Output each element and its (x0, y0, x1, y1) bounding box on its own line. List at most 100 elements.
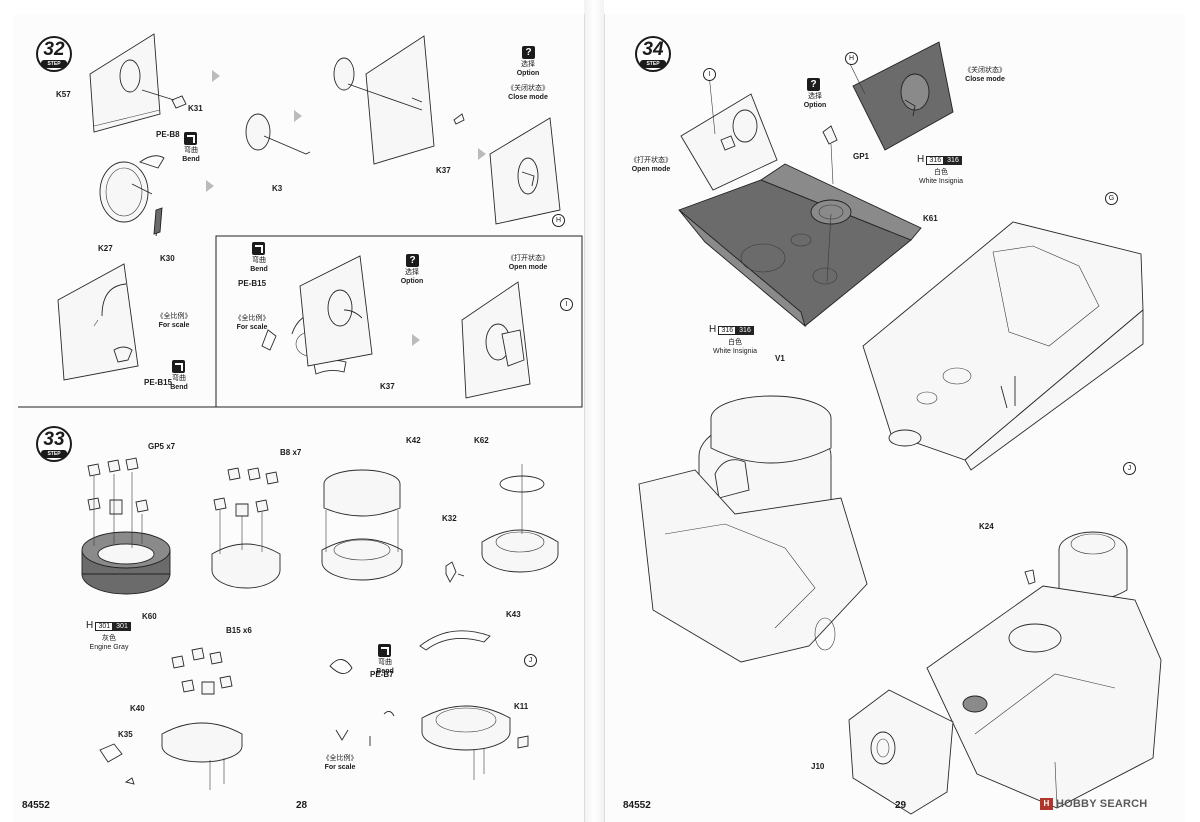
panel-h-close (848, 41, 954, 151)
label-k31: K31 (188, 104, 203, 113)
open-mode-box (215, 235, 583, 408)
label-k3: K3 (272, 184, 283, 193)
step-32-badge: 32 STEP (36, 36, 72, 72)
label-k32: K32 (442, 514, 457, 523)
part-v1-hull-plate (678, 163, 922, 328)
step-33-tag: STEP (41, 450, 67, 458)
label-k37-bottom: K37 (380, 382, 395, 391)
marker-g: G (1105, 192, 1118, 205)
arrow-4 (206, 180, 214, 192)
step-33-badge: 33 STEP (36, 426, 72, 462)
bend-icon-3 (252, 242, 265, 255)
catalog-number-right: 84552 (623, 800, 651, 811)
arrow-1 (212, 70, 220, 82)
label-k42: K42 (406, 436, 421, 445)
turret-assembly-right (926, 531, 1162, 809)
step-34-tag: STEP (640, 60, 666, 68)
step33-assembly-2 (211, 467, 281, 589)
close-mode-note-right: 《关闭状态》Close mode (964, 66, 1006, 83)
part-k3-rod (245, 113, 311, 155)
part-j10 (848, 689, 954, 815)
page-number-left: 28 (296, 800, 308, 811)
marker-j-left: J (524, 654, 537, 667)
pe-b15-detail (113, 346, 133, 363)
step-32-number: 32 (43, 39, 65, 60)
step33-assembly-k62 (445, 464, 559, 583)
label-pe-b15-top: PE-B15 (238, 279, 267, 288)
close-mode-plate (489, 117, 561, 225)
open-mode-plate-c (461, 281, 531, 399)
for-scale-note-3: 《全比例》For scale (322, 754, 358, 771)
label-k35: K35 (118, 730, 133, 739)
label-b8: B8 x7 (280, 448, 302, 457)
hatch-plate-k57 (89, 33, 161, 133)
step33-assembly-k43 (329, 630, 529, 780)
label-k37-top: K37 (436, 166, 451, 175)
label-k57: K57 (56, 90, 71, 99)
round-hatch-k27 (99, 161, 163, 237)
color-chip-301-name: 灰色 Engine Gray (89, 634, 129, 651)
catalog-number-left: 84552 (22, 800, 50, 811)
arrow-5 (412, 334, 420, 346)
hatch-plate-assembled (333, 35, 465, 165)
close-mode-note: 《关闭状态》Close mode (507, 84, 549, 101)
watermark-text: HOBBY SEARCH (1056, 798, 1148, 810)
step-32-tag: STEP (41, 60, 67, 68)
hull-g (862, 221, 1144, 471)
color-chip-316-top-name: 白色 White Insignia (919, 168, 963, 185)
step-33-number: 33 (43, 429, 65, 450)
label-k60: K60 (142, 612, 157, 621)
label-k40: K40 (130, 704, 145, 713)
open-mode-plate-b (299, 255, 373, 367)
label-k43: K43 (506, 610, 521, 619)
open-mode-note: 《打开状态》Open mode (507, 254, 549, 271)
for-scale-note: 《全比例》For scale (156, 312, 192, 329)
marker-h: H (552, 214, 565, 227)
arrow-2 (294, 110, 302, 122)
step33-assembly-1 (81, 457, 171, 595)
label-gp5: GP5 x7 (148, 442, 176, 451)
left-page-drawings (18, 33, 583, 790)
arrow-3 (478, 148, 486, 160)
marker-h-right: H (845, 52, 858, 65)
step-34-badge: 34 STEP (635, 36, 671, 72)
label-pe-b7: PE-B7 (370, 670, 394, 679)
page-number-right: 29 (895, 800, 907, 811)
label-k27: K27 (98, 244, 113, 253)
turret-assembly-left (638, 395, 868, 663)
question-icon-right: ? (807, 78, 820, 91)
bend-icon-2 (172, 360, 185, 373)
label-pe-b8: PE-B8 (156, 130, 180, 139)
label-k30: K30 (160, 254, 175, 263)
question-icon-2: ? (406, 254, 419, 267)
step33-assembly-k42 (321, 469, 403, 581)
label-b15: B15 x6 (226, 626, 252, 635)
question-icon: ? (522, 46, 535, 59)
for-scale-note-2: 《全比例》For scale (234, 314, 270, 331)
panel-i-open (680, 73, 778, 191)
label-gp1: GP1 (853, 152, 870, 161)
bend-icon-4 (378, 644, 391, 657)
right-page-drawings (638, 41, 1162, 815)
part-gp1 (822, 125, 838, 185)
watermark-mark: H (1040, 798, 1053, 811)
color-chip-316-left-name: 白色 White Insignia (713, 338, 757, 355)
for-scale-plate (57, 263, 139, 381)
part-k31 (141, 89, 187, 109)
label-v1: V1 (775, 354, 785, 363)
step-34-number: 34 (642, 39, 664, 60)
label-pe-b15: PE-B15 (144, 378, 173, 387)
label-k61: K61 (923, 214, 938, 223)
open-mode-note-right: 《打开状态》Open mode (630, 156, 672, 173)
